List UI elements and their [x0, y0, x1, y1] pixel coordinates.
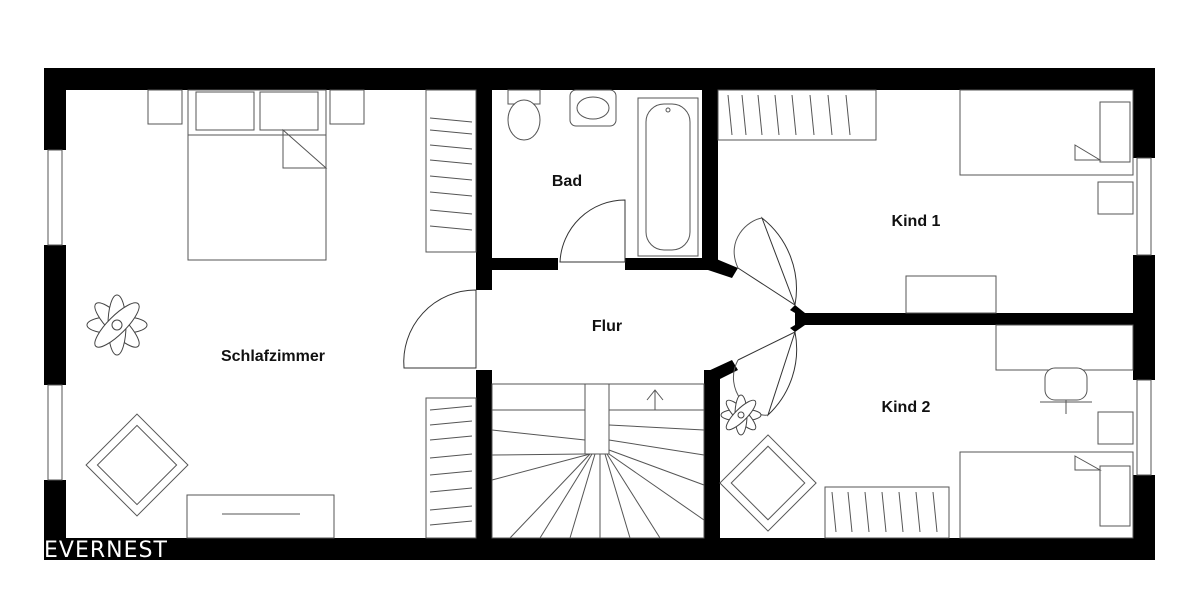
room-label-schlafzimmer: Schlafzimmer [221, 348, 325, 365]
kind1-hangers [727, 94, 851, 136]
room-label-bad: Bad [552, 173, 582, 190]
window-left-lower [47, 384, 63, 481]
desk [186, 494, 335, 539]
wall-bad-bottom-left [476, 258, 558, 270]
office-chair-icon [1040, 367, 1092, 414]
bedroom-furniture [85, 89, 477, 539]
door-kind2 [737, 331, 798, 417]
kind2-desk [995, 324, 1134, 371]
door-bedroom [403, 289, 477, 369]
wardrobe-top [425, 89, 477, 253]
wall-bedroom-hall-top [476, 90, 492, 290]
door-bad [559, 199, 626, 263]
wall-stub-kind1 [708, 258, 738, 278]
wall-right-upper [1133, 68, 1155, 158]
window-right-upper [1136, 157, 1152, 256]
wall-right-mid [1133, 255, 1155, 380]
wall-stub-kind2 [706, 360, 738, 382]
bed-blanket-fold [282, 128, 328, 169]
kind1-furniture [717, 89, 1134, 314]
pillow-left [195, 91, 255, 131]
kind1-desk [905, 275, 997, 314]
kind1-bed-fold [1074, 144, 1102, 161]
bath-fixtures [507, 89, 699, 257]
bathtub-basin [645, 103, 691, 251]
kind2-furniture [719, 324, 1134, 539]
hangers-top [429, 117, 473, 231]
pillow-right [259, 91, 319, 131]
wardrobe-bottom [425, 397, 477, 539]
door-kind1-arc [733, 217, 763, 269]
wall-bedroom-hall-bottom [476, 370, 492, 540]
nightstand-left [147, 89, 183, 125]
wall-left-lower [44, 480, 66, 560]
kind1-wardrobe [717, 89, 877, 141]
nightstand-right [329, 89, 365, 125]
wall-stair-kind2 [704, 370, 720, 540]
armchair [85, 413, 189, 517]
kind1-pillow [1099, 101, 1131, 163]
staircase [491, 383, 705, 539]
room-label-kind2: Kind 2 [882, 399, 931, 416]
wall-kind-divider [795, 313, 1135, 325]
windows [47, 149, 1152, 481]
kind2-armchair [719, 434, 817, 532]
wall-right-lower [1133, 475, 1155, 560]
door-kind1 [737, 216, 797, 307]
hangers-bottom [429, 405, 473, 526]
wall-left-upper [44, 68, 66, 150]
window-left-upper [47, 149, 63, 246]
wall-kind-divider-angle [790, 305, 805, 313]
kind2-plant-icon [720, 394, 762, 436]
kind2-pillow [1099, 465, 1131, 527]
toilet-icon [507, 99, 541, 141]
stair-steps [491, 409, 705, 539]
wall-bottom [44, 538, 1155, 560]
kind2-hangers [831, 491, 938, 533]
kind2-nightstand [1097, 411, 1134, 445]
kind1-nightstand [1097, 181, 1134, 215]
kind2-wardrobe [824, 486, 950, 539]
wall-kind-divider-angle2 [790, 325, 805, 332]
room-label-kind1: Kind 1 [892, 213, 941, 230]
room-label-flur: Flur [592, 318, 622, 335]
wall-bad-kind1 [702, 90, 718, 270]
kind2-bed-fold [1074, 455, 1102, 471]
stair-arrow-icon [646, 389, 664, 410]
sink-basin [576, 96, 610, 120]
plant-icon [86, 294, 148, 356]
wall-top [44, 68, 1155, 90]
bathtub-drain [665, 107, 671, 113]
walls [44, 68, 1155, 560]
sink-icon [569, 89, 617, 127]
window-right-lower [1136, 379, 1152, 476]
wall-bad-bottom-right [625, 258, 718, 270]
wall-left-mid [44, 245, 66, 385]
brand-logo: EVERNEST [44, 538, 168, 563]
stair-core [584, 383, 610, 455]
